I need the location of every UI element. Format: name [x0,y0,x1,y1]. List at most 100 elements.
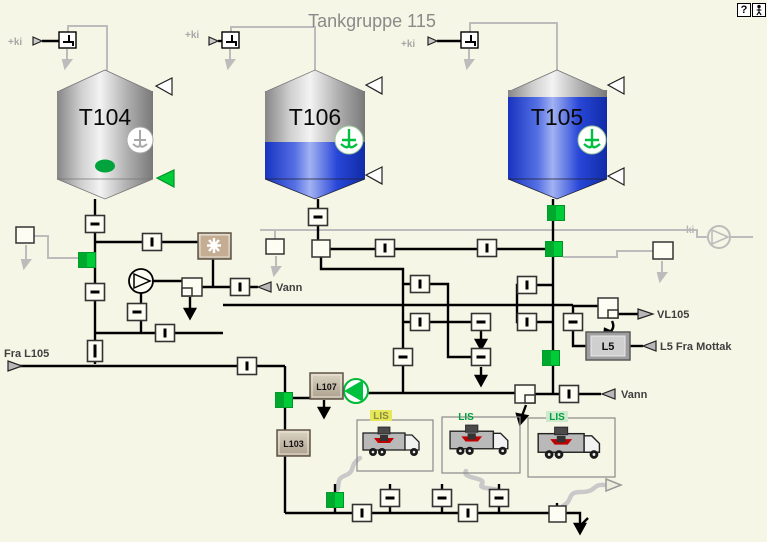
controller-t105[interactable] [460,31,479,49]
tank-t105-bottom-vent-icon [606,167,625,187]
vl105-label: VL105 [657,309,689,321]
truck-icon-1[interactable] [362,426,420,457]
lis-tags: LIS LIS LIS [370,410,568,423]
level-controllers [58,31,479,49]
valve-open-2[interactable] [236,356,258,376]
valve-closed-22[interactable] [431,488,453,508]
ki-line-label: ki [686,225,695,236]
valve-green-30[interactable] [326,492,344,508]
instrument-square-left[interactable] [15,226,35,244]
valve-open-1[interactable] [154,323,176,343]
svg-text:L103: L103 [283,439,304,449]
ki-label-3: +ki [401,39,415,50]
truck-icon-3[interactable] [537,426,601,460]
lis-tag-1-bg [370,410,392,421]
truck-bay-2[interactable] [441,416,521,474]
ctrl2-input-arrow [208,36,220,46]
ki-label-2: +ki [185,30,199,41]
valve-open-4[interactable] [374,238,396,258]
logout-user-button[interactable] [752,3,766,17]
valve-green-27[interactable] [545,241,563,257]
truck-bays [356,416,616,478]
valve-open-0[interactable] [141,232,163,252]
valve-green-25[interactable] [78,252,96,268]
valve-open-7[interactable] [409,312,431,332]
tank-T105[interactable]: T105 [507,69,625,200]
valve-open-8[interactable] [516,275,538,295]
valve-green-28[interactable] [542,350,560,366]
valve-green-29[interactable] [275,392,293,408]
valve-open-12[interactable] [457,503,479,523]
sampler-vl105[interactable] [597,297,619,319]
sampler-truck3[interactable] [514,384,536,404]
valve-closed-13[interactable] [84,214,106,234]
ctrl3-input-arrow [427,36,439,46]
instrument-square-bottom[interactable] [548,505,567,523]
svg-text:L107: L107 [316,382,337,392]
mixer-icon [334,125,364,155]
l5-fra-mottak-label: L5 Fra Mottak [660,341,732,353]
svg-text:L5: L5 [602,341,615,353]
valve-open-3[interactable] [229,277,251,297]
valve-closed-18[interactable] [562,312,584,332]
tank-t106-bottom-vent-icon [364,166,383,186]
controller-t106[interactable] [221,31,240,49]
tank-t104-status-light [95,159,115,173]
valve-closed-17[interactable] [392,347,414,367]
fra-l105-arrow [7,360,24,372]
tank-label: T105 [531,104,583,130]
route-box-l103[interactable]: L103 [276,429,311,457]
truck-icon-2[interactable] [449,424,509,456]
lis-tag-1: LIS [373,411,389,422]
valve-open-9[interactable] [516,312,538,332]
route-box-l107[interactable]: L107 [309,372,344,400]
ki-label-1: +ki [8,37,22,48]
vann-mid-arrow [256,281,272,293]
vl105-arrow [637,308,655,320]
tank-label: T106 [289,104,341,130]
valve-body-t106[interactable] [311,239,331,258]
valve-closed-16[interactable] [126,302,148,322]
valve-closed-14[interactable] [84,282,106,302]
controller-t104[interactable] [58,31,77,49]
hose-out-arrow [605,477,624,493]
truck-bay-1[interactable] [356,419,434,472]
route-boxes: L107 L103 L5 [276,331,631,457]
valve-closed-23[interactable] [488,488,510,508]
heater-box[interactable] [197,232,232,260]
label-arrows [7,36,657,400]
hoses [333,455,607,509]
valve-open-5[interactable] [476,238,498,258]
route-box-l5[interactable]: L5 [585,331,631,361]
fra-l105-label: Fra L105 [4,348,49,360]
valve-closed-20[interactable] [470,347,492,367]
vann-right-label: Vann [621,389,648,401]
lis-tag-3: LIS [549,412,565,423]
truck-bay-3[interactable] [527,417,616,478]
tank-t104-top-vent-icon [154,77,173,97]
valve-open-11[interactable] [351,503,373,523]
valve-open-6[interactable] [409,274,431,294]
tank-t104-outlet-green-icon [155,169,175,188]
tank-T106[interactable]: T106 [264,69,383,200]
pump-main[interactable] [128,268,154,294]
instrument-square-t106[interactable] [265,238,285,255]
vann-right-arrow [600,388,616,400]
inactive-pipes [33,22,753,259]
tank-T104[interactable]: T104 [56,69,175,200]
valve-closed-15[interactable] [307,207,329,227]
valve-green-26[interactable] [547,205,565,221]
valve-closed-19[interactable] [470,312,492,332]
pump-loading[interactable] [343,378,369,404]
valve-open-10[interactable] [558,384,580,404]
sampler-mid[interactable] [181,277,203,297]
vann-mid-label: Vann [276,282,303,294]
valve-closed-21[interactable] [379,488,401,508]
instrument-square-t105[interactable] [652,241,674,260]
l5-mottak-arrow [641,340,657,352]
valve-tall-24[interactable] [86,339,104,363]
gray-pump[interactable] [707,225,731,249]
lis-tag-3-bg [546,411,568,422]
help-button[interactable]: ? [737,3,751,17]
lis-tag-2: LIS [458,412,474,423]
